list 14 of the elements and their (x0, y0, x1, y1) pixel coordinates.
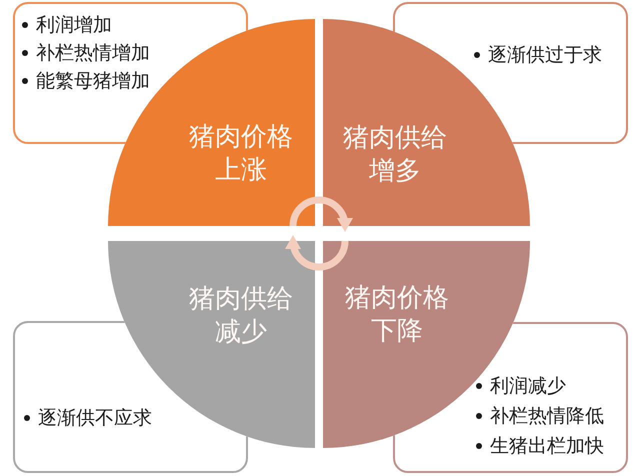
cycle-arrow (290, 196, 352, 232)
list-item: 能繁母猪增加 (36, 69, 150, 93)
quadrant-label: 猪肉供给减少 (188, 282, 294, 348)
list-item: 利润增加 (36, 13, 112, 37)
quadrant-label: 猪肉价格上涨 (188, 120, 294, 186)
quadrant-label: 猪肉价格下降 (344, 282, 450, 348)
quadrant-label: 猪肉供给增多 (342, 122, 448, 188)
list-item: 补栏热情增加 (36, 41, 150, 65)
list-item: 补栏热情降低 (490, 404, 604, 428)
list-item: 逐渐供过于求 (488, 43, 602, 67)
list-item: 生猪出栏加快 (490, 434, 604, 458)
cycle-arrow (286, 235, 348, 270)
list-item: 逐渐供不应求 (38, 406, 152, 430)
list-item: 利润减少 (490, 374, 566, 398)
